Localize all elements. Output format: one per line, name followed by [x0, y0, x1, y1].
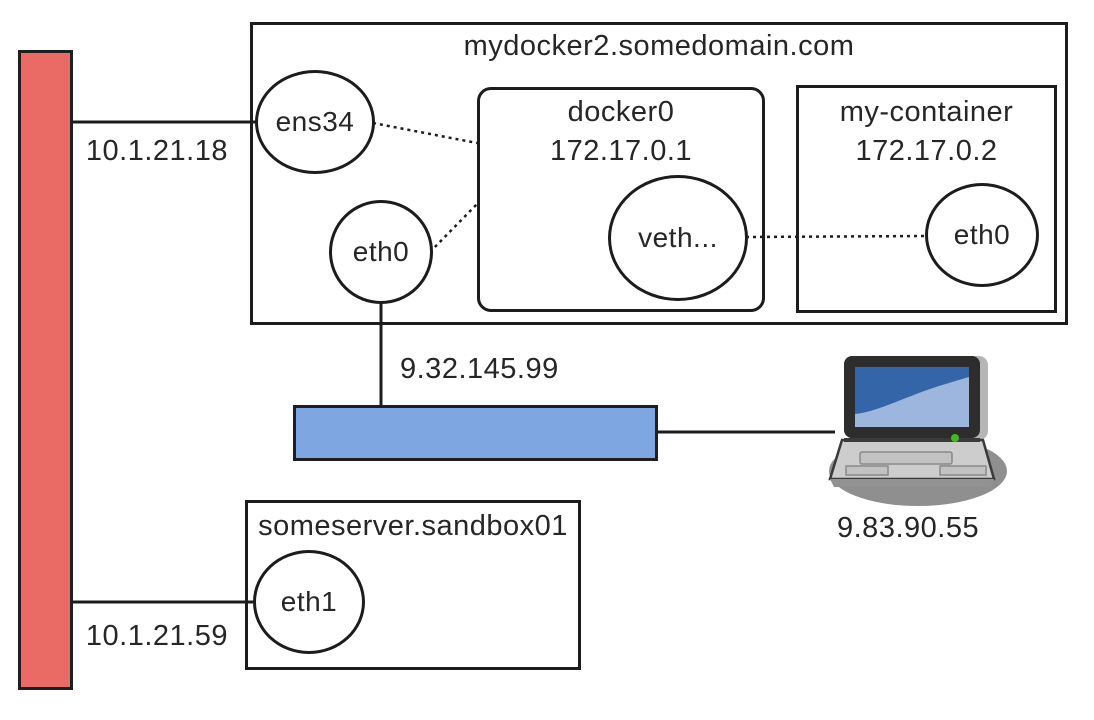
ip-label-blue-segment: 9.32.145.99: [400, 353, 559, 385]
docker0-name: docker0: [567, 96, 675, 128]
interface-circle-ens34: ens34: [255, 70, 375, 174]
server-title: someserver.sandbox01: [258, 510, 568, 542]
container-name: my-container: [839, 96, 1014, 128]
interface-label-eth0-host: eth0: [352, 236, 410, 267]
interface-circle-eth0-host: eth0: [329, 200, 433, 304]
ip-label-red-bottom: 10.1.21.59: [85, 620, 228, 652]
docker0-ip: 172.17.0.1: [549, 135, 693, 167]
interface-circle-veth: veth...: [608, 175, 748, 301]
ip-label-laptop: 9.83.90.55: [837, 512, 980, 544]
interface-circle-eth0-container: eth0: [925, 183, 1039, 287]
laptop-icon: [828, 356, 1007, 506]
network-segment-blue-bar: [293, 405, 658, 461]
interface-label-eth0-container: eth0: [953, 219, 1011, 250]
container-title: my-container 172.17.0.2: [796, 93, 1057, 171]
interface-label-veth: veth...: [638, 222, 718, 253]
laptop-power-led: [951, 434, 959, 442]
container-ip: 172.17.0.2: [855, 135, 998, 167]
interface-circle-eth1: eth1: [253, 550, 365, 654]
host-title: mydocker2.somedomain.com: [463, 30, 855, 62]
interface-label-eth1: eth1: [280, 586, 338, 617]
docker0-title: docker0 172.17.0.1: [477, 93, 765, 171]
interface-label-ens34: ens34: [275, 106, 355, 137]
network-segment-red-bar: [18, 50, 73, 690]
ip-label-red-top: 10.1.21.18: [85, 135, 228, 167]
